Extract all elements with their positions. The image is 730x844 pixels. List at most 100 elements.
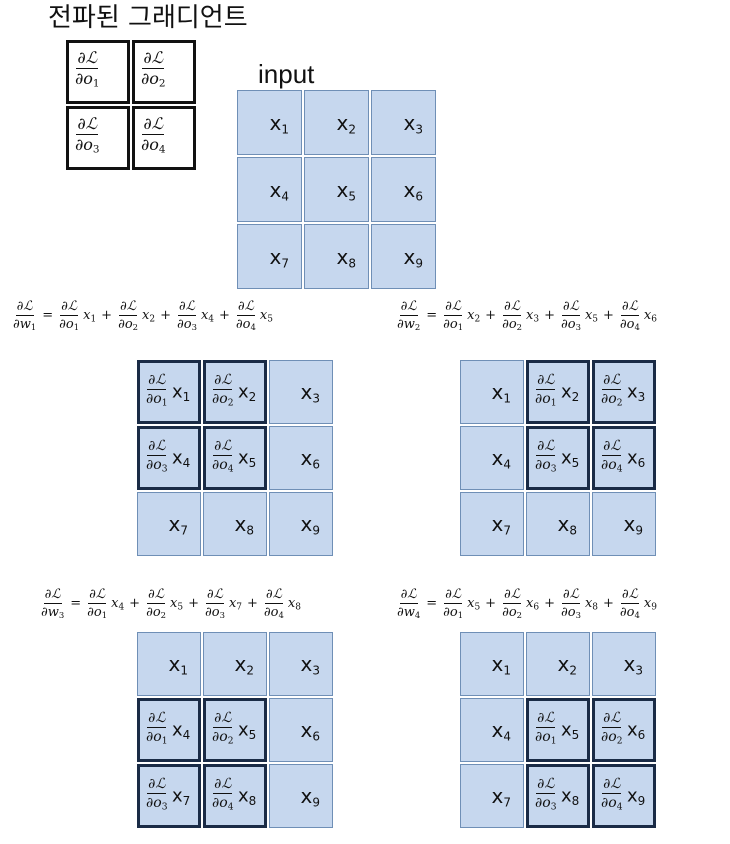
cell-input-value-sub: 9	[637, 794, 646, 809]
input-value-sub: 8	[348, 256, 356, 271]
cell-gradient-fraction-var: o	[219, 795, 228, 811]
equation-lhs-partial: ∂	[397, 605, 404, 620]
equation-term-x-base: x	[467, 308, 475, 323]
cell-input-value-sub: 8	[248, 794, 257, 809]
cell-gradient-fraction-denominator: ∂o4	[600, 794, 623, 812]
cell-input-value-sub: 7	[503, 795, 511, 810]
equation-term-fraction: ∂ℒ∂o1	[442, 300, 464, 331]
cell-gradient-fraction: ∂ℒ∂o3	[534, 438, 557, 474]
equation-term-fraction-denominator: ∂o4	[619, 316, 641, 331]
cell-input-value-sub: 1	[503, 391, 511, 406]
cell-input-value: x7	[172, 786, 191, 809]
input-cell: x1	[237, 90, 302, 155]
equation-term-x-base: x	[287, 596, 296, 611]
cell-input-value-base: x	[234, 652, 247, 676]
cell-input-value-base: x	[238, 381, 249, 403]
input-value: x3	[404, 111, 423, 136]
cell-gradient-fraction-numerator: ∂ℒ	[602, 372, 622, 390]
cell-gradient-fraction-var-sub: 3	[550, 802, 557, 813]
equation-term-x: x3	[526, 308, 540, 325]
equation-term-x-sub: 5	[267, 314, 273, 325]
equation-lhs-denominator: ∂w3	[40, 604, 65, 619]
equation-term-x-sub: 2	[474, 314, 481, 325]
input-cell: x9	[269, 492, 333, 556]
cell-gradient-fraction-denominator: ∂o1	[145, 390, 168, 408]
cell-gradient-fraction-var-sub: 4	[227, 802, 234, 813]
equation-term-x-sub: 7	[236, 602, 243, 613]
equation-term-fraction-var: o	[626, 605, 635, 620]
plus-sign: +	[219, 308, 230, 323]
cell-input-value-sub: 7	[503, 523, 511, 538]
equation-term-x-sub: 4	[208, 314, 215, 325]
equation-term-fraction: ∂ℒ∂o4	[619, 588, 641, 619]
cell-input-value-base: x	[491, 652, 504, 676]
cell-gradient-fraction: ∂ℒ∂o1	[145, 373, 168, 408]
cell-gradient-fraction: ∂ℒ∂o2	[600, 372, 623, 409]
cell-input-value-sub: 7	[182, 794, 191, 809]
cell-gradient-fraction: ∂ℒ∂o3	[145, 777, 168, 812]
equation-term-fraction-var-sub: 4	[278, 610, 284, 621]
cell-gradient-fraction: ∂ℒ∂o2	[211, 711, 234, 747]
equation-term-fraction-var: o	[449, 317, 458, 332]
equation-term-fraction-numerator: ∂ℒ	[503, 587, 522, 604]
equation-term-x-base: x	[200, 308, 209, 323]
equation-term-fraction-partial: ∂	[263, 605, 271, 620]
equation-term-fraction-numerator: ∂ℒ	[620, 587, 639, 604]
plus-sign: +	[603, 596, 614, 611]
equation-term-fraction-numerator: ∂ℒ	[147, 587, 166, 604]
equation-lhs-var-sub: 3	[58, 610, 65, 621]
input-value: x6	[404, 178, 423, 203]
cell-input-value-base: x	[491, 380, 504, 404]
cell-gradient-fraction-denominator: ∂o1	[534, 728, 557, 746]
cell-input-value-base: x	[300, 652, 313, 676]
cell-input-value-sub: 2	[569, 663, 577, 678]
equation-term-fraction-var-sub: 1	[457, 322, 464, 333]
cell-input-value-base: x	[557, 652, 570, 676]
cell-input-value-base: x	[561, 381, 572, 403]
equation-term-x-base: x	[83, 308, 91, 323]
equation-lhs: ∂ℒ∂w4	[396, 588, 421, 619]
cell-gradient-fraction-var-sub: 2	[616, 398, 623, 409]
equation-term-fraction: ∂ℒ∂o1	[58, 300, 80, 331]
cell-gradient-fraction-var: o	[608, 795, 617, 811]
equation-term-x-sub: 6	[651, 314, 657, 325]
equation-term-fraction-var-sub: 3	[219, 610, 225, 621]
equation-term-fraction-denominator: ∂o1	[442, 316, 464, 331]
cell-input-value-base: x	[300, 512, 313, 536]
equation-term-x-base: x	[111, 596, 119, 611]
plus-sign: +	[188, 596, 199, 611]
equation-term-fraction-var-sub: 4	[634, 322, 640, 333]
cell-input-value: x7	[492, 512, 511, 538]
equation-term-x: x5	[170, 596, 183, 612]
gradient-fraction-var: o	[149, 135, 159, 154]
input-cell: x7	[460, 764, 524, 828]
equation-term-fraction-numerator: ∂ℒ	[205, 587, 225, 604]
cell-gradient-fraction-var: o	[153, 391, 162, 407]
cell-gradient-fraction-partial: ∂	[535, 795, 543, 811]
input-value-sub: 9	[415, 256, 423, 271]
equation-term-fraction-var: o	[508, 317, 517, 332]
gradient-fraction-partial: ∂	[141, 69, 150, 88]
cell-gradient-fraction-numerator: ∂ℒ	[536, 438, 556, 456]
equation-term-x: x2	[142, 308, 155, 324]
cell-gradient-fraction-denominator: ∂o3	[534, 456, 557, 474]
cell-gradient-fraction-var: o	[608, 729, 617, 745]
cell-gradient-fraction: ∂ℒ∂o3	[534, 777, 557, 813]
equation-term-fraction-denominator: ∂o3	[560, 604, 582, 619]
input-value-sub: 2	[348, 122, 356, 137]
cell-input-value-sub: 6	[637, 456, 646, 471]
equation-term-x: x8	[287, 596, 301, 612]
cell-input-value-base: x	[561, 447, 572, 469]
cell-gradient-fraction-var-sub: 2	[227, 736, 234, 747]
cell-input-value: x8	[235, 512, 254, 537]
equation-term-x-base: x	[259, 308, 268, 323]
cell-input-value: x4	[172, 448, 190, 470]
input-value: x9	[404, 245, 423, 271]
input-cell: x3	[269, 360, 333, 424]
equation-term-fraction-denominator: ∂o1	[442, 604, 464, 619]
equation-term-x-sub: 3	[533, 314, 540, 325]
